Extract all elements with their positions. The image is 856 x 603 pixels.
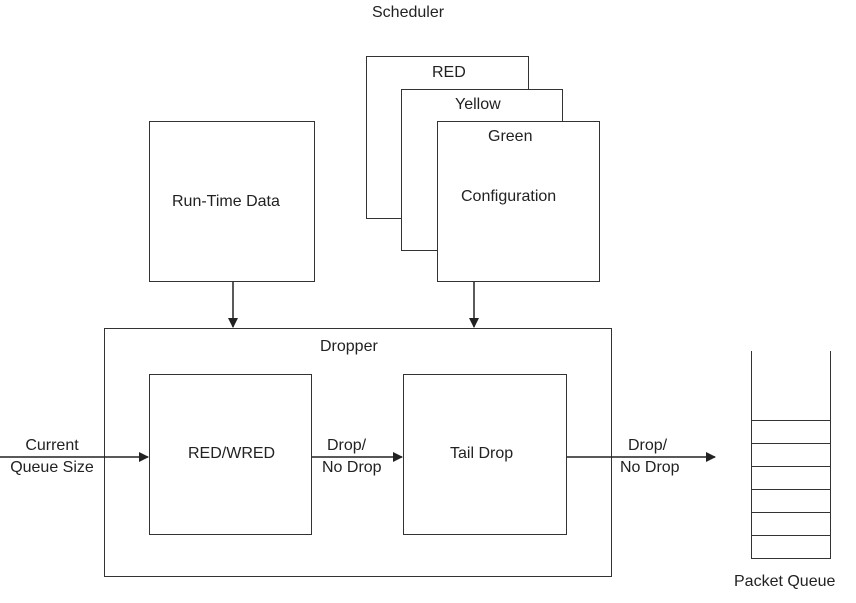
queue-slot-divider xyxy=(752,512,830,513)
packet-queue xyxy=(751,351,831,559)
queue-slot-divider xyxy=(752,535,830,536)
queue-slot-divider xyxy=(752,420,830,421)
configuration-label: Configuration xyxy=(461,188,557,205)
tail-drop-box xyxy=(403,374,567,535)
runtime-data-box xyxy=(149,121,315,282)
input-label-line2: Queue Size xyxy=(10,459,94,476)
config-layer-green-label: Green xyxy=(488,128,533,145)
config-layer-green xyxy=(437,121,600,282)
tail-drop-label: Tail Drop xyxy=(450,445,514,462)
config-layer-red-label: RED xyxy=(432,64,466,81)
dropper-label: Dropper xyxy=(320,338,378,355)
packet-queue-label: Packet Queue xyxy=(734,573,836,590)
red-wred-label: RED/WRED xyxy=(188,445,276,462)
mid-decision-line2: No Drop xyxy=(322,459,382,476)
queue-slot-divider xyxy=(752,466,830,467)
input-label-line1: Current xyxy=(25,437,79,454)
out-decision-line2: No Drop xyxy=(620,459,680,476)
runtime-data-label: Run-Time Data xyxy=(172,193,280,210)
scheduler-title: Scheduler xyxy=(372,4,445,21)
red-wred-box xyxy=(149,374,312,535)
queue-slot-divider xyxy=(752,489,830,490)
queue-slot-divider xyxy=(752,443,830,444)
config-layer-yellow-label: Yellow xyxy=(455,96,501,113)
mid-decision-line1: Drop/ xyxy=(327,437,367,454)
out-decision-line1: Drop/ xyxy=(628,437,668,454)
